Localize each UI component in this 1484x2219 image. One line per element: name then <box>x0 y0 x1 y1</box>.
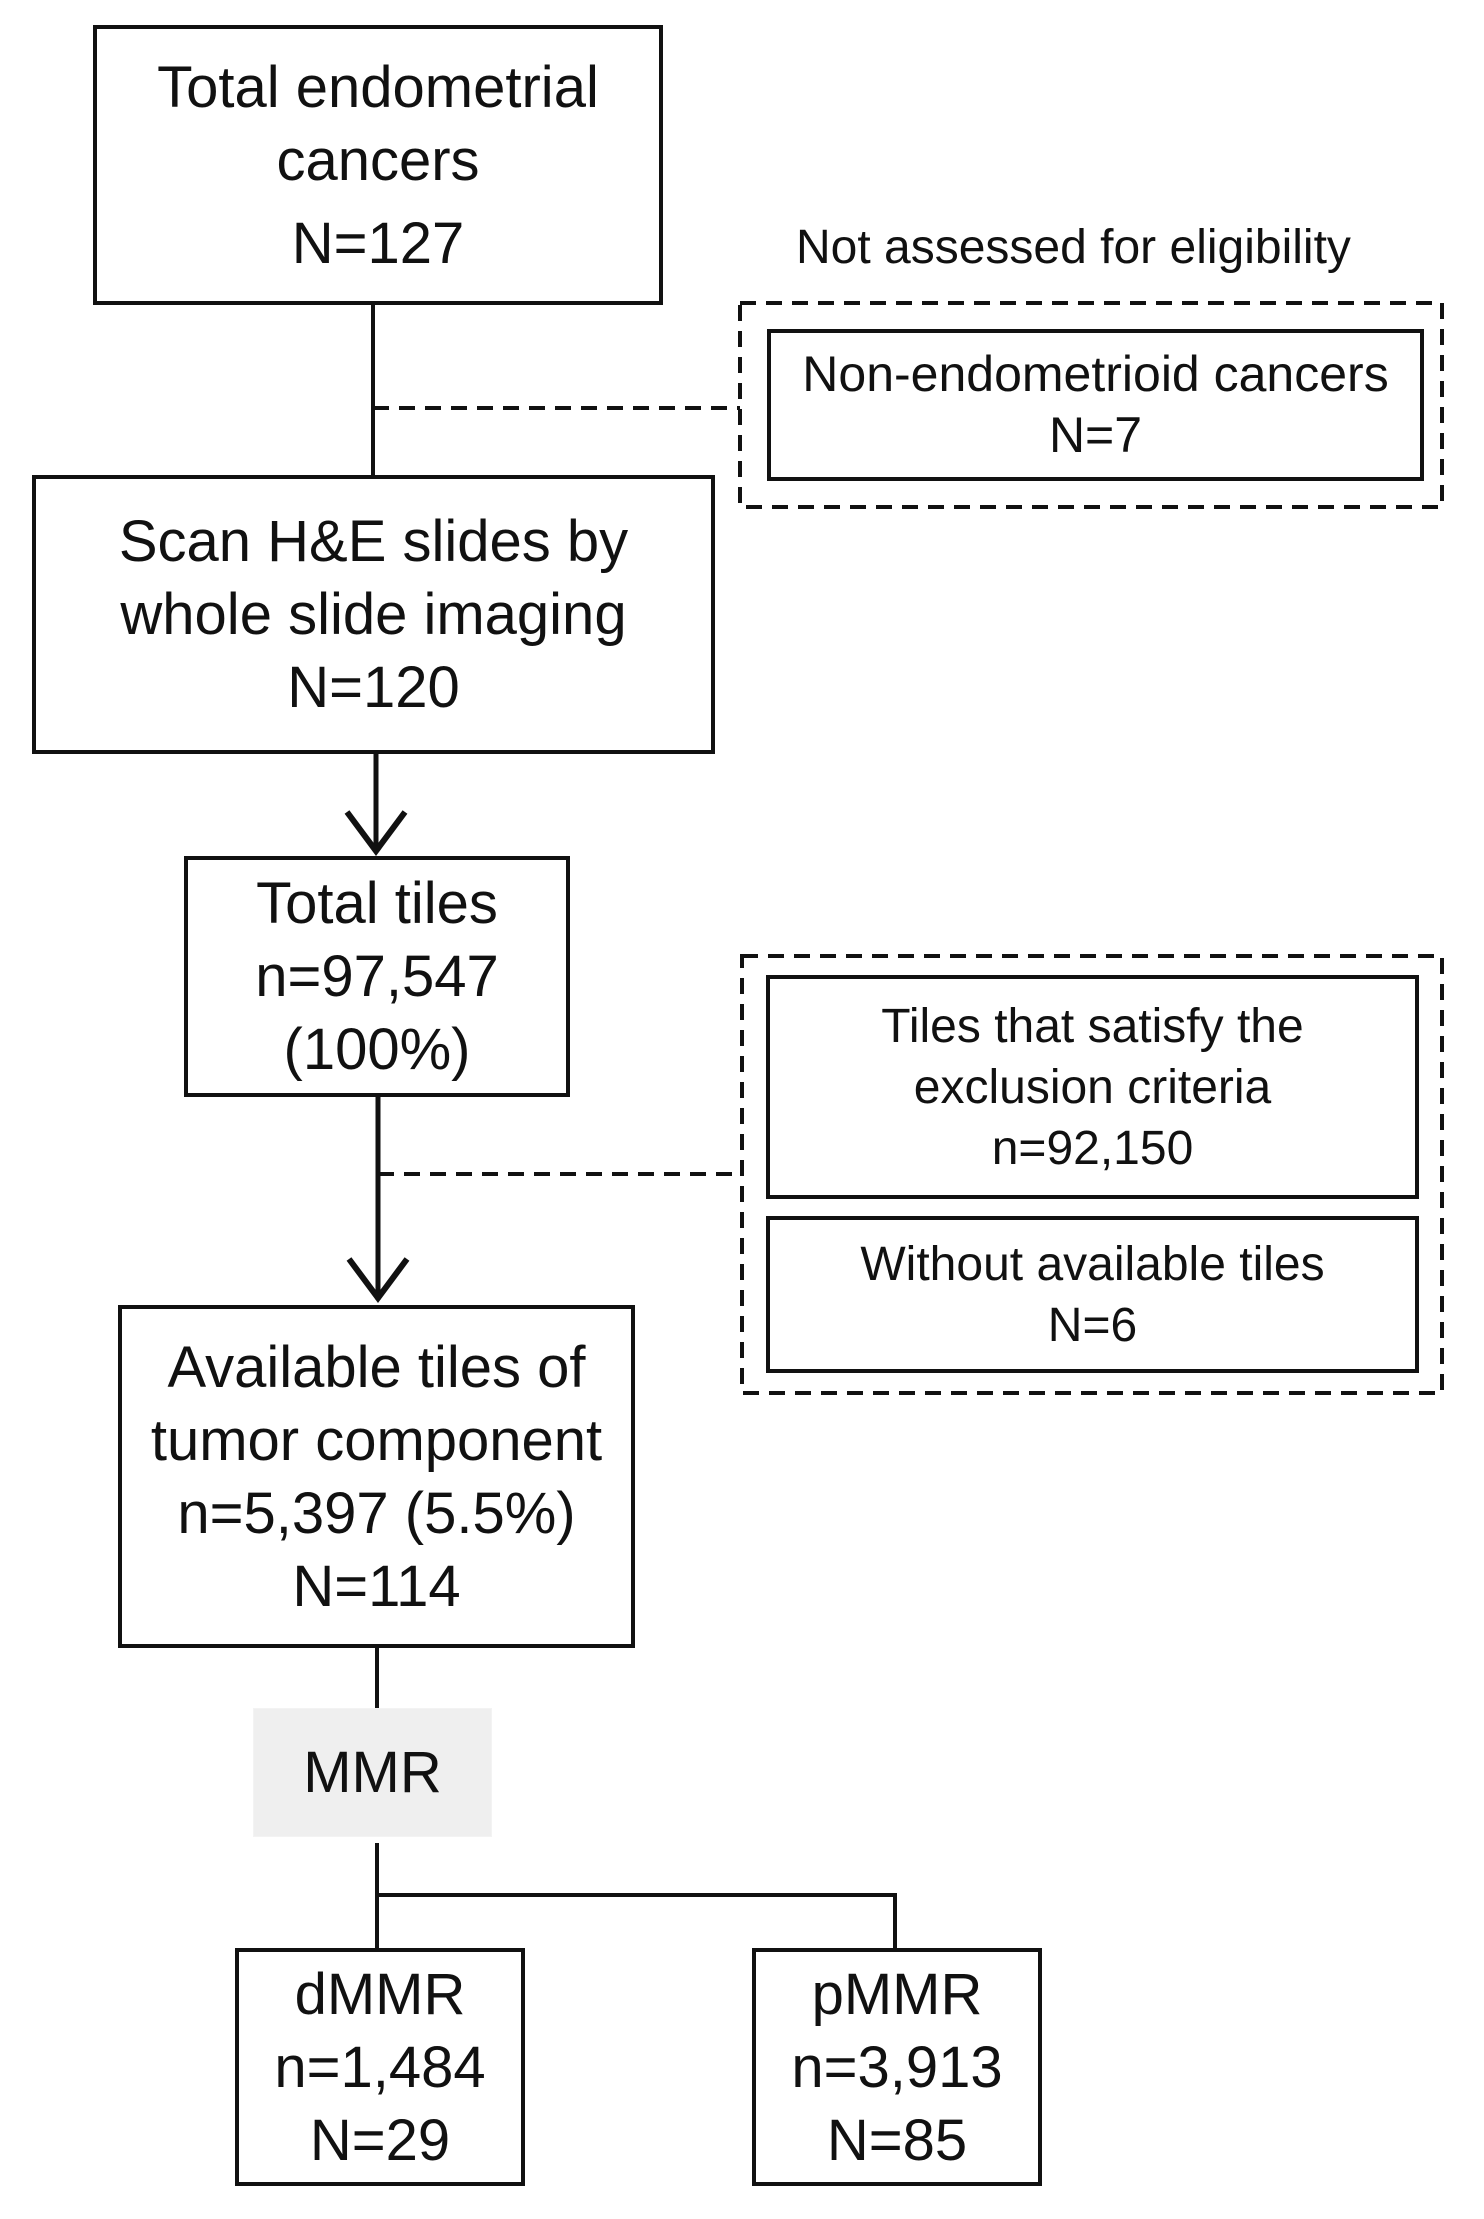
total-tiles-title: Total tiles <box>256 871 498 936</box>
total-cancers-box: Total endometrial cancers N=127 <box>93 25 663 305</box>
not-assessed-count: N=7 <box>1048 407 1143 463</box>
available-tiles-count: n=5,397 (5.5%) <box>177 1480 576 1546</box>
not-assessed-group-frame <box>738 301 1444 509</box>
pmmr-count: N=85 <box>826 2107 968 2173</box>
excluded-without-count: N=6 <box>1047 1298 1138 1352</box>
total-cancers-title-line2: cancers <box>276 127 480 193</box>
available-case-count: N=114 <box>292 1553 461 1619</box>
total-tiles-count: n=97,547 <box>255 944 499 1009</box>
scan-count: N=120 <box>287 655 460 720</box>
excluded-group-frame <box>740 954 1444 1395</box>
arrowhead-scan-to-tiles <box>344 810 408 857</box>
excluded-criteria-line1: Tiles that satisfy the <box>881 999 1304 1053</box>
pmmr-label: pMMR <box>811 1961 983 2027</box>
dmmr-box: dMMR n=1,484 N=29 <box>235 1948 525 2186</box>
pmmr-box: pMMR n=3,913 N=85 <box>752 1948 1042 2186</box>
excluded-criteria-line2: exclusion criteria <box>913 1060 1272 1114</box>
total-tiles-box: Total tiles n=97,547 (100%) <box>184 856 570 1097</box>
total-cancers-count: N=127 <box>291 210 465 276</box>
not-assessed-reason: Non-endometrioid cancers <box>802 346 1389 402</box>
available-tiles-box: Available tiles of tumor component n=5,3… <box>118 1305 635 1648</box>
total-tiles-percent: (100%) <box>283 1017 471 1082</box>
dmmr-count: N=29 <box>309 2107 451 2173</box>
dmmr-label: dMMR <box>294 1961 466 2027</box>
not-assessed-heading: Not assessed for eligibility <box>796 221 1351 274</box>
excluded-without-tiles-box: Without available tiles N=6 <box>766 1216 1419 1373</box>
pmmr-tiles: n=3,913 <box>791 2034 1003 2100</box>
mmr-split-label: MMR <box>253 1708 492 1837</box>
excluded-without-label: Without available tiles <box>860 1237 1325 1291</box>
excluded-criteria-box: Tiles that satisfy the exclusion criteri… <box>766 975 1419 1199</box>
arrowhead-tiles-to-available <box>346 1257 410 1304</box>
scan-title-line2: whole slide imaging <box>120 582 627 647</box>
dmmr-tiles: n=1,484 <box>274 2034 486 2100</box>
scan-title-line1: Scan H&E slides by <box>118 509 629 574</box>
excluded-criteria-count: n=92,150 <box>991 1121 1194 1175</box>
scan-slides-box: Scan H&E slides by whole slide imaging N… <box>32 475 715 754</box>
total-cancers-title-line1: Total endometrial <box>157 54 599 120</box>
available-title-line2: tumor component <box>150 1407 603 1473</box>
not-assessed-box: Non-endometrioid cancers N=7 <box>767 329 1424 481</box>
available-title-line1: Available tiles of <box>167 1334 586 1400</box>
